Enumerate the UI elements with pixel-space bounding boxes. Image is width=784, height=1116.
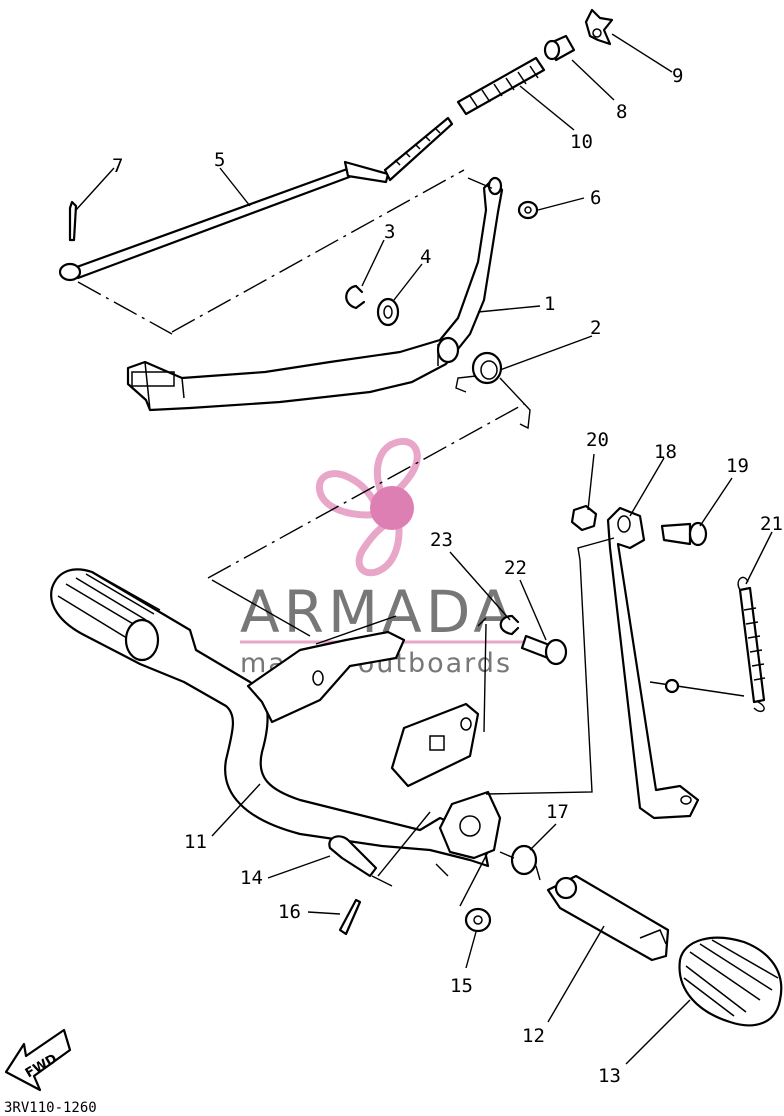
- rod-washer: [517, 200, 539, 220]
- diagram-code: 3RV110-1260: [4, 1100, 97, 1116]
- rod-joint: [543, 34, 576, 62]
- callout-3: 3: [384, 221, 395, 243]
- washer: [376, 297, 400, 327]
- callout-21: 21: [760, 513, 783, 535]
- pivot-cotter-pin: [338, 898, 362, 936]
- callout-4: 4: [420, 246, 431, 268]
- callout-15: 15: [450, 975, 473, 997]
- callout-14: 14: [240, 867, 263, 889]
- pivot-washer: [464, 907, 492, 933]
- footrest-bar: [50, 568, 502, 868]
- callout-22: 22: [504, 557, 527, 579]
- fwd-arrow-icon: FWD: [4, 1028, 72, 1092]
- callout-11: 11: [184, 831, 207, 853]
- footrest-shaft: [546, 874, 670, 962]
- callout-10: 10: [570, 131, 593, 153]
- callout-16: 16: [278, 901, 301, 923]
- callout-23: 23: [430, 529, 453, 551]
- callout-12: 12: [522, 1025, 545, 1047]
- callout-1: 1: [544, 293, 555, 315]
- callout-18: 18: [654, 441, 677, 463]
- propeller-logo-icon: [315, 437, 421, 577]
- callout-layer: 1 2 3 4 5 6 7 8 9 10 11 12 13 14 15 16 1…: [75, 33, 783, 1087]
- callout-6: 6: [590, 187, 601, 209]
- callout-19: 19: [726, 455, 749, 477]
- callout-13: 13: [598, 1065, 621, 1087]
- side-stand-nut: [570, 504, 598, 532]
- cotter-pin: [68, 200, 78, 242]
- adjusting-nut: [584, 8, 614, 46]
- pedal-return-spring: [455, 351, 531, 430]
- brake-pedal: [126, 176, 504, 412]
- brake-rod: [58, 116, 454, 282]
- circlip: [345, 284, 366, 310]
- callout-9: 9: [672, 65, 683, 87]
- rod-spring: [456, 56, 546, 116]
- callout-7: 7: [112, 155, 123, 177]
- side-stand: [606, 506, 700, 820]
- pivot-pin: [328, 835, 378, 878]
- footrest-spring: [499, 844, 541, 881]
- side-stand-bolt: [660, 521, 708, 547]
- callout-2: 2: [590, 317, 601, 339]
- callout-20: 20: [586, 429, 609, 451]
- footrest-rubber: [678, 936, 783, 1027]
- callout-5: 5: [214, 149, 225, 171]
- callout-8: 8: [616, 101, 627, 123]
- side-stand-spring: [737, 576, 766, 712]
- bracket-bolt: [520, 634, 568, 666]
- bracket-circlip: [499, 614, 520, 636]
- callout-17: 17: [546, 801, 569, 823]
